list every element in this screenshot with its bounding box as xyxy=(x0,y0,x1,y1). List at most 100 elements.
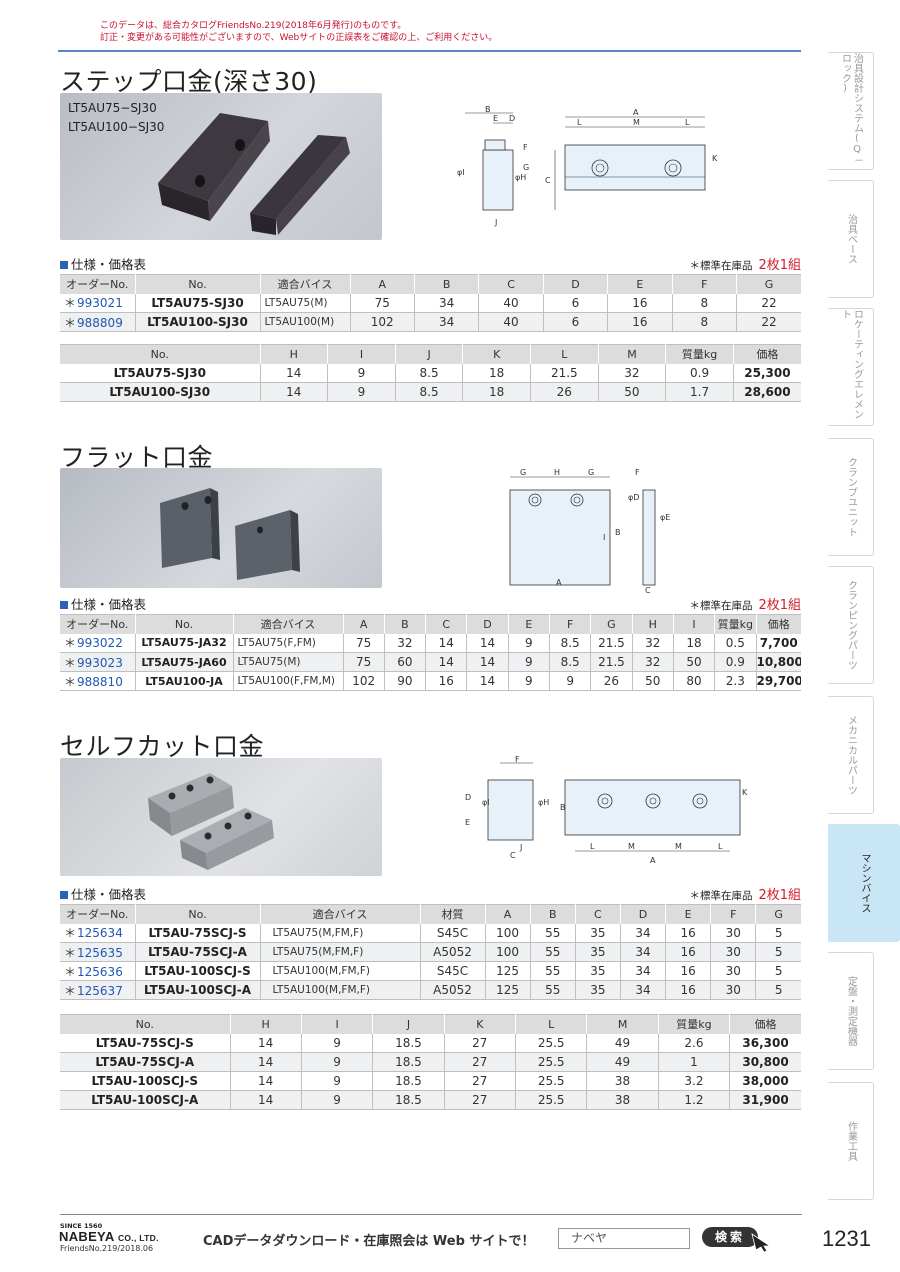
step-jaw-photo: LT5AU75−SJ30 LT5AU100−SJ30 xyxy=(60,93,382,240)
price-cell: 29,700 xyxy=(755,671,801,691)
table-cell: 14 xyxy=(229,1033,302,1053)
order-number-link[interactable]: ＊988809 xyxy=(60,312,135,332)
order-number-link[interactable]: ＊125635 xyxy=(60,942,135,962)
order-number-link[interactable]: ＊125636 xyxy=(60,961,135,981)
column-header: No. xyxy=(134,274,260,294)
table-cell: 14 xyxy=(229,1090,302,1110)
side-tab-jig-design-system[interactable]: 治具設計システム(Q－ロック) xyxy=(828,52,874,170)
table-cell: 14 xyxy=(466,633,509,653)
model-number: LT5AU-75SCJ-A xyxy=(60,1052,230,1072)
table-cell: 102 xyxy=(349,312,415,332)
stock-note-label: ＊標準在庫品 xyxy=(689,600,753,612)
column-header: B xyxy=(413,274,479,294)
table-cell: 5 xyxy=(755,961,801,981)
table-cell: 49 xyxy=(586,1033,659,1053)
side-tab-mechanical-parts[interactable]: メカニカルパーツ xyxy=(828,696,874,814)
column-header: 価格 xyxy=(729,1014,801,1034)
table-cell: 40 xyxy=(478,312,544,332)
table-cell: 25.5 xyxy=(514,1052,587,1072)
table-cell: 40 xyxy=(478,293,544,313)
stock-note-label: ＊標準在庫品 xyxy=(689,260,753,272)
search-button[interactable]: 検索 xyxy=(702,1227,758,1247)
side-tab-work-tools[interactable]: 作業工具 xyxy=(828,1082,874,1200)
order-number-link[interactable]: ＊993022 xyxy=(60,633,135,653)
column-header: M xyxy=(586,1014,659,1034)
column-header: 質量kg xyxy=(657,1014,730,1034)
table-row: ＊125637 LT5AU-100SCJ-A LT5AU100(M,FM,F) … xyxy=(60,980,801,1000)
side-tab-clamping-parts[interactable]: クランピングパーツ xyxy=(828,566,874,684)
order-number-link[interactable]: ＊988810 xyxy=(60,671,135,691)
svg-text:φD: φD xyxy=(628,493,639,502)
model-number: LT5AU75-SJ30 xyxy=(134,293,260,313)
photo-model: LT5AU100−SJ30 xyxy=(68,120,165,134)
table-cell: 50 xyxy=(597,382,666,402)
column-header: G xyxy=(590,614,633,634)
side-tab-machine-vise[interactable]: マシンバイス xyxy=(828,824,900,942)
svg-text:M: M xyxy=(675,842,682,851)
column-header: I xyxy=(672,614,715,634)
column-header: G xyxy=(736,274,801,294)
svg-text:φI: φI xyxy=(457,168,465,177)
side-tab-clamp-unit[interactable]: クランプユニット xyxy=(828,438,874,556)
table-cell: 21.5 xyxy=(530,363,599,383)
table-cell: 32 xyxy=(631,652,674,672)
cad-download-text: CADデータダウンロード・在庫照会は Web サイトで！ xyxy=(203,1234,535,1249)
column-header: E xyxy=(607,274,673,294)
table-row: ＊993021 LT5AU75-SJ30 LT5AU75(M) 75 34 40… xyxy=(60,293,801,313)
table-cell: 34 xyxy=(619,923,666,943)
table-row: LT5AU-75SCJ-A 14 9 18.5 27 25.5 49 1 30,… xyxy=(60,1052,801,1072)
column-header: A xyxy=(342,614,385,634)
spec-header-label: 仕様・価格表 xyxy=(71,597,147,612)
svg-text:E: E xyxy=(465,818,470,827)
column-header: 価格 xyxy=(755,614,801,634)
section-title-self-cut-jaw: セルフカット口金 xyxy=(60,732,265,761)
table-cell: 100 xyxy=(484,923,531,943)
logo-text: NABEYA xyxy=(59,1229,115,1244)
table-cell: 9 xyxy=(327,382,396,402)
column-header: M xyxy=(597,344,666,364)
side-tab-locating-element[interactable]: ロケーティングエレメント xyxy=(828,308,874,426)
table-cell: 14 xyxy=(229,1052,302,1072)
set-note: 2枚1組 xyxy=(758,598,801,613)
spec-header-label: 仕様・価格表 xyxy=(71,887,147,902)
table-cell: 125 xyxy=(484,980,531,1000)
table-cell: 30 xyxy=(710,961,756,981)
table-cell: 0.5 xyxy=(714,633,756,653)
order-number-link[interactable]: ＊125634 xyxy=(60,923,135,943)
column-header: F xyxy=(671,274,737,294)
side-tab-surface-plate-measuring[interactable]: 定盤・測定機器 xyxy=(828,952,874,1070)
price-cell: 31,900 xyxy=(729,1090,801,1110)
column-header: D xyxy=(619,904,666,924)
order-number-link[interactable]: ＊993021 xyxy=(60,293,135,313)
svg-text:A: A xyxy=(556,578,562,587)
svg-text:J: J xyxy=(519,843,522,852)
svg-text:G: G xyxy=(588,468,594,477)
table-cell: 16 xyxy=(607,293,673,313)
column-header: F xyxy=(710,904,756,924)
table-cell: 22 xyxy=(736,312,801,332)
table-cell: 80 xyxy=(672,671,715,691)
table-row: ＊125635 LT5AU-75SCJ-A LT5AU75(M,FM,F) A5… xyxy=(60,942,801,962)
column-header: D xyxy=(542,274,608,294)
column-header: 適合バイス xyxy=(259,274,350,294)
svg-text:D: D xyxy=(509,114,515,123)
order-number-link[interactable]: ＊125637 xyxy=(60,980,135,1000)
side-tab-jig-base[interactable]: 治具ベース xyxy=(828,180,874,298)
price-cell: 10,800 xyxy=(755,652,801,672)
material-cell: A5052 xyxy=(419,942,485,962)
table-cell: 9 xyxy=(300,1052,373,1072)
svg-text:A: A xyxy=(633,108,639,117)
search-input[interactable]: ナベヤ xyxy=(558,1228,690,1249)
table-cell: 27 xyxy=(443,1090,516,1110)
notice-line-2: 訂正・変更がある可能性がございますので、Webサイトの正誤表をご確認の上、ご利用… xyxy=(100,33,498,43)
model-number: LT5AU100-SJ30 xyxy=(134,312,260,332)
table-cell: 14 xyxy=(466,652,509,672)
table-row: LT5AU-100SCJ-A 14 9 18.5 27 25.5 38 1.2 … xyxy=(60,1090,801,1110)
table-cell: 5 xyxy=(755,980,801,1000)
column-header: No. xyxy=(134,904,260,924)
table-cell: 9 xyxy=(300,1090,373,1110)
svg-text:C: C xyxy=(510,851,516,860)
column-header: No. xyxy=(134,614,233,634)
column-header: I xyxy=(327,344,396,364)
order-number-link[interactable]: ＊993023 xyxy=(60,652,135,672)
